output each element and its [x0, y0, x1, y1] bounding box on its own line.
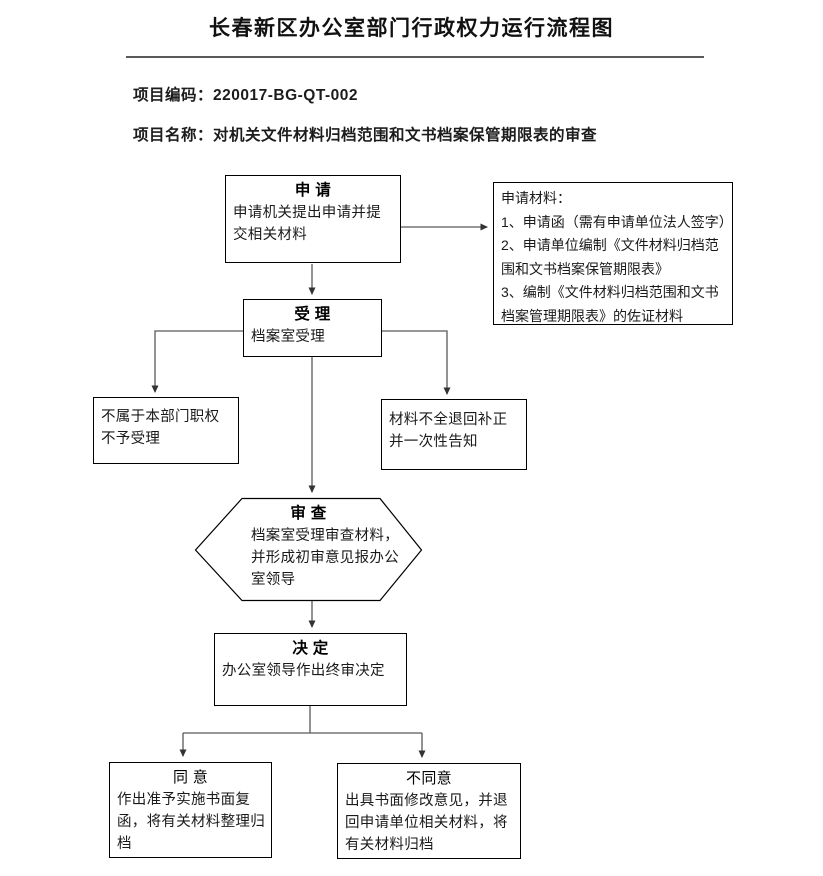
apply-body: 申请机关提出申请并提交相关材料 [233, 205, 381, 243]
reject-box: 不属于本部门职权不予受理 [93, 397, 239, 464]
decide-body: 办公室领导作出终审决定 [222, 663, 385, 679]
accept-body: 档案室受理 [251, 329, 325, 345]
page-title: 长春新区办公室部门行政权力运行流程图 [209, 17, 614, 40]
incomplete-body: 材料不全退回补正并一次性告知 [389, 412, 508, 450]
apply-title: 申 请 [294, 182, 332, 199]
reject-body: 不属于本部门职权不予受理 [101, 409, 220, 447]
arrow-accept-to-reject [151, 330, 243, 393]
disagree-box: 不同意 出具书面修改意见，并退回申请单位相关材料，将有关材料归档 [337, 763, 521, 859]
materials-line: 2、申请单位编制《文件材料归档范围和文书档案保管期限表》 [501, 237, 719, 277]
project-name: 项目名称：对机关文件材料归档范围和文书档案保管期限表的审查 [133, 127, 598, 144]
decide-box: 决 定 办公室领导作出终审决定 [214, 633, 407, 706]
disagree-body: 出具书面修改意见，并退回申请单位相关材料，将有关材料归档 [345, 793, 508, 853]
agree-box: 同 意 作出准予实施书面复函，将有关材料整理归档 [109, 762, 272, 858]
agree-body: 作出准予实施书面复函，将有关材料整理归档 [117, 792, 265, 852]
incomplete-box: 材料不全退回补正并一次性告知 [381, 399, 527, 470]
materials-line: 1、申请函（需有申请单位法人签字） [501, 213, 733, 230]
review-body: 档案室受理审查材料，并形成初审意见报办公室领导 [251, 528, 399, 588]
accept-box: 受 理 档案室受理 [243, 299, 382, 357]
review-hexagon-text: 审 查 档案室受理审查材料，并形成初审意见报办公室领导 [195, 498, 422, 601]
decide-title: 决 定 [292, 640, 329, 657]
apply-box: 申 请 申请机关提出申请并提交相关材料 [225, 175, 401, 263]
title-divider [126, 56, 704, 58]
materials-box: 申请材料： 1、申请函（需有申请单位法人签字） 2、申请单位编制《文件材料归档范… [493, 182, 733, 325]
disagree-title: 不同意 [406, 770, 452, 787]
accept-title: 受 理 [294, 306, 331, 323]
review-title: 审 查 [290, 505, 327, 522]
project-code: 项目编码：220017-BG-QT-002 [133, 87, 358, 104]
agree-title: 同 意 [172, 769, 209, 786]
review-hexagon [194, 497, 423, 602]
materials-line: 3、编制《文件材料归档范围和文书档案管理期限表》的佐证材料 [501, 284, 719, 324]
arrow-accept-to-incomplete [382, 330, 451, 395]
materials-line: 申请材料： [501, 190, 571, 206]
